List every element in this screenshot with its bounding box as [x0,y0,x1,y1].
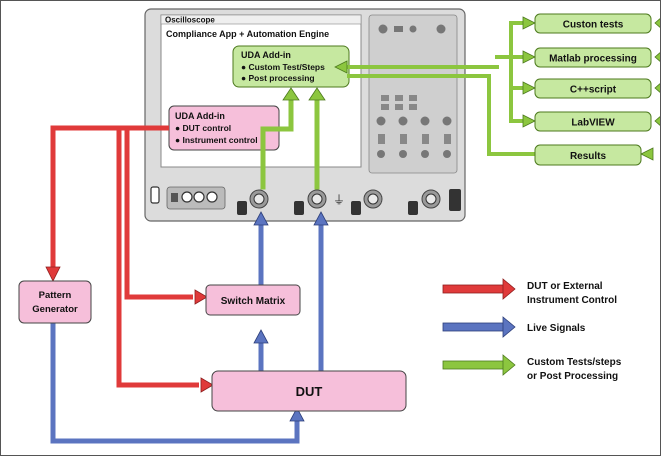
svg-text:Custom Tests/steps: Custom Tests/steps [527,357,622,368]
green-arrowheads [282,16,660,161]
blue-arrowheads [253,211,329,422]
svg-text:DUT or External: DUT or External [527,281,603,292]
control-arrows [50,125,199,388]
svg-text:Switch Matrix: Switch Matrix [221,296,286,307]
green-arrow-probe1 [260,96,294,190]
usb-port-icon [171,193,178,202]
uda-addin-custom-box: UDA Add-in ● Custom Test/Steps ● Post pr… [232,45,350,88]
red-arrow-to-pattern-generator [50,125,169,269]
legend: DUT or External Instrument Control Live … [442,278,622,382]
svg-text:Custon tests: Custon tests [563,20,624,31]
power-button-icon [150,186,160,204]
legend-custom: Custom Tests/steps or Post Processing [442,354,622,382]
probe-connector-4-icon [408,189,441,215]
legend-signals: Live Signals [442,316,586,338]
svg-text:DUT: DUT [296,384,323,399]
svg-text:Live Signals: Live Signals [527,323,586,334]
knob-icon [421,150,429,158]
pattern-generator-block: Pattern Generator [18,280,92,324]
output-results: Results [534,144,642,166]
svg-text:Results: Results [570,151,607,162]
red-arrow-to-switch-matrix [124,128,193,300]
legend-control: DUT or External Instrument Control [442,278,617,306]
probe-connector-2-icon [294,189,327,215]
arrowhead-up [282,87,300,101]
red-arrow-to-dut [116,128,199,388]
red-arrowheads [45,266,214,393]
oscilloscope: Oscilloscope Compliance App + Automation… [144,8,466,222]
svg-text:Pattern: Pattern [39,290,72,301]
output-labview: LabVIEW [534,111,652,132]
custom-arrows [260,21,537,190]
knob-icon [409,25,417,33]
svg-text:UDA Add-in: UDA Add-in [241,50,291,60]
svg-text:LabVIEW: LabVIEW [571,118,615,129]
svg-text:● Post processing: ● Post processing [241,73,315,83]
svg-text:● Custom Test/Steps: ● Custom Test/Steps [241,62,325,72]
knob-icon [398,116,408,126]
scope-front-strip: ⏚ [150,186,461,215]
dut-block: DUT [211,370,407,412]
switch-matrix-block: Switch Matrix [205,284,301,316]
knob-icon [420,116,430,126]
svg-text:Generator: Generator [32,304,78,315]
ground-icon: ⏚ [333,193,345,207]
svg-text:C++script: C++script [570,85,617,96]
knob-icon [399,150,407,158]
scope-title-bar [160,14,362,25]
output-cpp-script: C++script [534,78,652,99]
knob-icon [376,116,386,126]
svg-text:Matlab processing: Matlab processing [549,54,637,65]
svg-text:or Post Processing: or Post Processing [527,371,618,382]
svg-text:● DUT control: ● DUT control [175,123,231,133]
output-custom-tests: Custon tests [534,13,652,34]
engine-label: Compliance App + Automation Engine [166,29,329,39]
knob-icon [377,150,385,158]
aux-port-icon [449,189,461,211]
output-matlab-processing: Matlab processing [534,47,652,68]
knob-icon [443,150,451,158]
blue-arrow-pattern-to-dut [50,321,300,444]
knob-icon [436,24,446,34]
svg-text:Instrument Control: Instrument Control [527,295,617,306]
scope-title: Oscilloscope [165,16,215,25]
scope-control-panel [368,14,458,174]
svg-text:UDA Add-in: UDA Add-in [175,111,225,121]
signal-arrows [50,223,324,444]
knob-icon [442,116,452,126]
knob-icon [378,24,388,34]
probe-connector-3-icon [351,189,383,215]
probe-connector-1-icon [237,189,269,215]
arrowhead-up [308,87,326,101]
svg-text:● Instrument control: ● Instrument control [175,135,258,145]
